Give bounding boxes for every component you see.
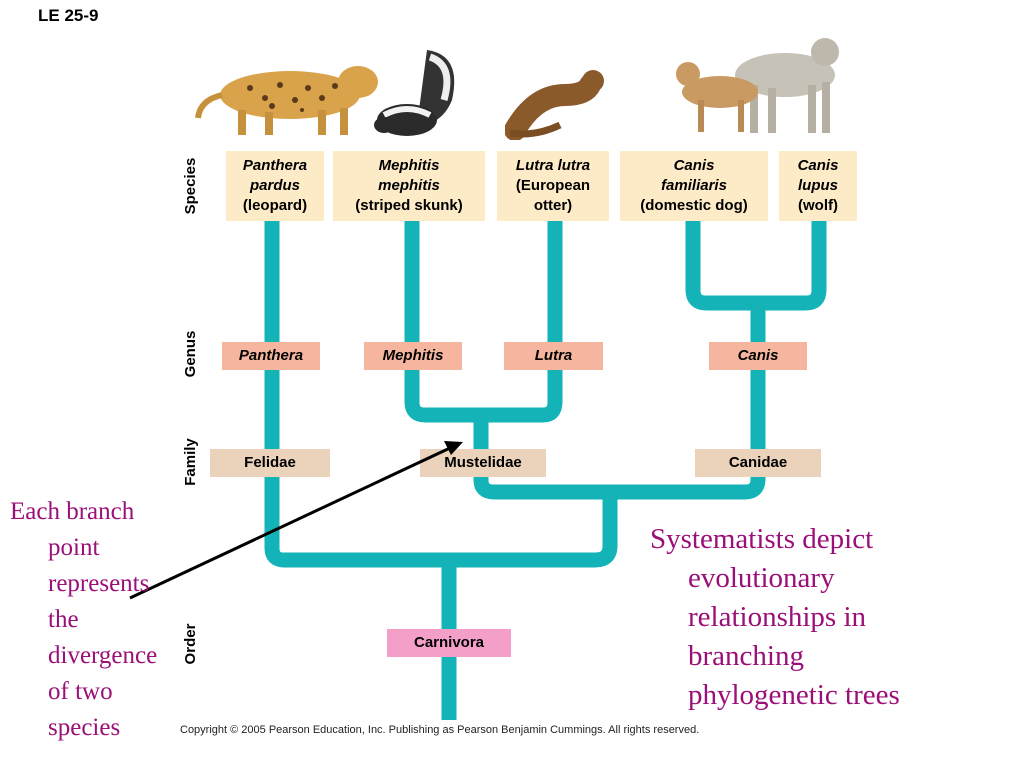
note-line: divergence xyxy=(48,642,158,669)
species-name: mephitis xyxy=(378,177,440,194)
otter-illustration xyxy=(505,70,604,140)
family-box-felidae: Felidae xyxy=(210,449,330,477)
copyright-notice: Copyright © 2005 Pearson Education, Inc.… xyxy=(180,724,700,736)
note-systematists: Systematists depict evolutionary relatio… xyxy=(650,520,990,715)
note-line: represents xyxy=(48,570,150,597)
family-box-canidae: Canidae xyxy=(695,449,821,477)
note-line: species xyxy=(48,714,121,741)
family-box-mustelidae: Mustelidae xyxy=(420,449,546,477)
branch-felidae xyxy=(264,220,618,568)
species-common-name: (European xyxy=(515,177,591,194)
species-common-name: (leopard) xyxy=(242,197,308,214)
note-line: the xyxy=(48,606,79,633)
note-line: phylogenetic trees xyxy=(688,679,900,711)
species-name: Mephitis xyxy=(378,157,440,174)
genus-box-panthera: Panthera xyxy=(222,342,320,370)
species-name: lupus xyxy=(798,177,838,194)
genus-box-mephitis: Mephitis xyxy=(364,342,462,370)
note-branch-point: Each branch point represents the diverge… xyxy=(10,494,190,746)
note-line: Systematists depict xyxy=(650,523,874,555)
species-name: Panthera xyxy=(242,157,308,174)
note-line: evolutionary xyxy=(688,562,835,594)
slide-label: LE 25-9 xyxy=(38,6,99,25)
species-box-wolf: Canis lupus (wolf) xyxy=(779,151,857,221)
note-line: relationships in xyxy=(688,601,867,633)
leopard-illustration xyxy=(195,66,378,135)
note-line: branching xyxy=(688,640,804,672)
species-box-skunk: Mephitis mephitis (striped skunk) xyxy=(333,151,485,221)
species-name: Canis xyxy=(673,157,715,174)
dog-and-wolf-illustration xyxy=(676,38,839,133)
species-name: Canis xyxy=(797,157,839,174)
branch-mustelidae-canidae xyxy=(473,310,766,500)
genus-box-canis: Canis xyxy=(709,342,807,370)
species-box-otter: Lutra lutra (European otter) xyxy=(497,151,609,221)
species-common-name: otter) xyxy=(533,197,573,214)
skunk-illustration xyxy=(374,50,455,136)
note-line: Each branch xyxy=(10,498,135,525)
species-common-name: (striped skunk) xyxy=(355,197,463,214)
species-name: familiaris xyxy=(661,177,727,194)
species-common-name: (wolf) xyxy=(798,197,838,214)
species-box-dog: Canis familiaris (domestic dog) xyxy=(620,151,768,221)
branch-canis xyxy=(685,220,827,311)
note-line: point xyxy=(48,534,100,561)
order-box-carnivora: Carnivora xyxy=(387,629,511,657)
species-name: pardus xyxy=(249,177,300,194)
species-box-leopard: Panthera pardus (leopard) xyxy=(226,151,324,221)
note-line: of two xyxy=(48,678,113,705)
genus-box-lutra: Lutra xyxy=(504,342,603,370)
species-name: Lutra lutra xyxy=(515,157,591,174)
species-common-name: (domestic dog) xyxy=(640,197,748,214)
